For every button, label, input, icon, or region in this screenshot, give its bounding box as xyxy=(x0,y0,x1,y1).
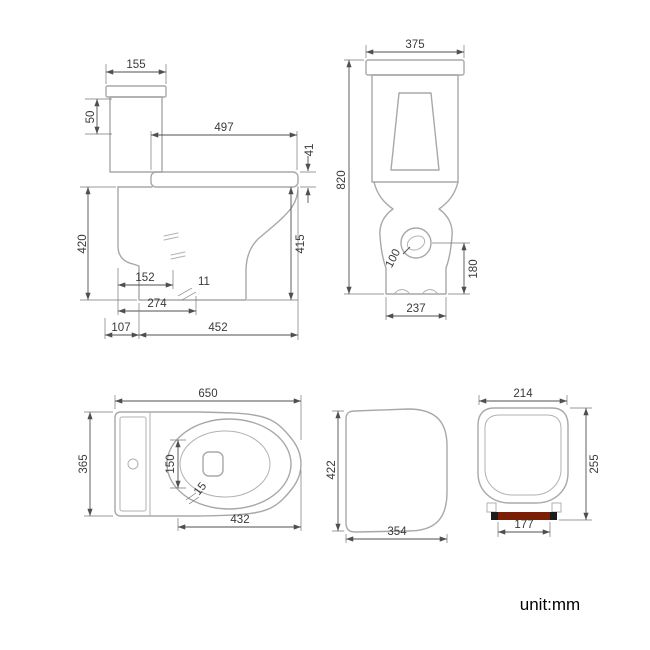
dim-seat-width-label: 214 xyxy=(513,388,533,400)
seat-labels: 214 255 177 xyxy=(513,388,601,531)
dim-outlet-height-label: 180 xyxy=(468,259,480,278)
dim-base-width-label: 237 xyxy=(406,303,425,315)
lid-side-view: 422 354 xyxy=(326,408,448,543)
top-view: 650 365 150 15 432 xyxy=(78,388,302,531)
water-line-marks xyxy=(163,232,186,260)
front-view-outline xyxy=(365,59,465,295)
lid-dimension-lines xyxy=(332,410,448,543)
dim-lid-depth-label: 354 xyxy=(387,526,407,538)
dim-seat-length-top-label: 255 xyxy=(589,454,601,473)
dim-lid-height-label: 422 xyxy=(326,460,338,479)
front-view-labels: 375 820 100 180 237 xyxy=(336,39,480,315)
side-view-dimension-lines xyxy=(80,64,316,340)
lid-labels: 422 354 xyxy=(326,460,407,538)
seat-view: 214 255 177 xyxy=(477,388,601,537)
dim-tank-lid-height-label: 50 xyxy=(85,111,97,124)
dim-height-left-label: 420 xyxy=(77,234,89,253)
hinge-left xyxy=(486,502,497,513)
hinge-right xyxy=(551,502,562,513)
front-view-dimension-lines xyxy=(344,45,470,320)
dim-back-offset-label: 107 xyxy=(111,322,130,334)
dim-trap-detail-label: 11 xyxy=(198,276,210,288)
side-view: 155 50 497 41 420 415 152 11 274 107 452 xyxy=(77,59,316,340)
dim-seat-thickness-label: 41 xyxy=(304,144,316,157)
unit-label: unit:mm xyxy=(520,595,580,614)
dim-total-height-label: 820 xyxy=(336,170,348,189)
lid-outline xyxy=(345,408,448,533)
dim-height-right-label: 415 xyxy=(295,234,307,253)
seat-outline xyxy=(477,407,569,520)
top-view-dimension-lines xyxy=(84,395,302,531)
dim-tank-width-label: 155 xyxy=(126,59,145,71)
dim-front-width-label: 375 xyxy=(405,39,424,51)
top-view-outline xyxy=(114,411,302,517)
outlet-inner-ellipse xyxy=(406,235,426,251)
side-view-labels: 155 50 497 41 420 415 152 11 274 107 452 xyxy=(77,59,316,334)
dim-trap-depth-label: 274 xyxy=(147,298,167,310)
outlet-circle xyxy=(400,227,432,259)
dim-seat-length-label: 497 xyxy=(214,122,233,134)
side-view-outline xyxy=(105,85,299,301)
dim-hinge-spacing-label: 177 xyxy=(514,519,533,531)
top-view-labels: 650 365 150 15 432 xyxy=(78,388,250,526)
dim-trap-offset-label: 152 xyxy=(135,272,154,284)
dim-rim-offset-label: 15 xyxy=(192,480,209,497)
dim-total-width-label: 365 xyxy=(78,454,90,473)
dim-bowl-length-label: 432 xyxy=(230,514,249,526)
flush-button-circle xyxy=(127,458,139,470)
dim-bowl-inner-width-label: 150 xyxy=(165,454,177,473)
seat-dimension-lines xyxy=(478,395,592,537)
drain-outline xyxy=(202,451,224,477)
dim-base-length-label: 452 xyxy=(208,322,227,334)
hinge-bar xyxy=(498,512,550,520)
dim-total-length-label: 650 xyxy=(198,388,217,400)
hinge-bar-end-right xyxy=(550,512,557,520)
front-view: 375 820 100 180 237 xyxy=(336,39,480,320)
bowl-rim-ellipse xyxy=(166,418,292,510)
hinge-bar-end-left xyxy=(491,512,498,520)
dim-outlet-diameter-label: 100 xyxy=(384,247,404,270)
